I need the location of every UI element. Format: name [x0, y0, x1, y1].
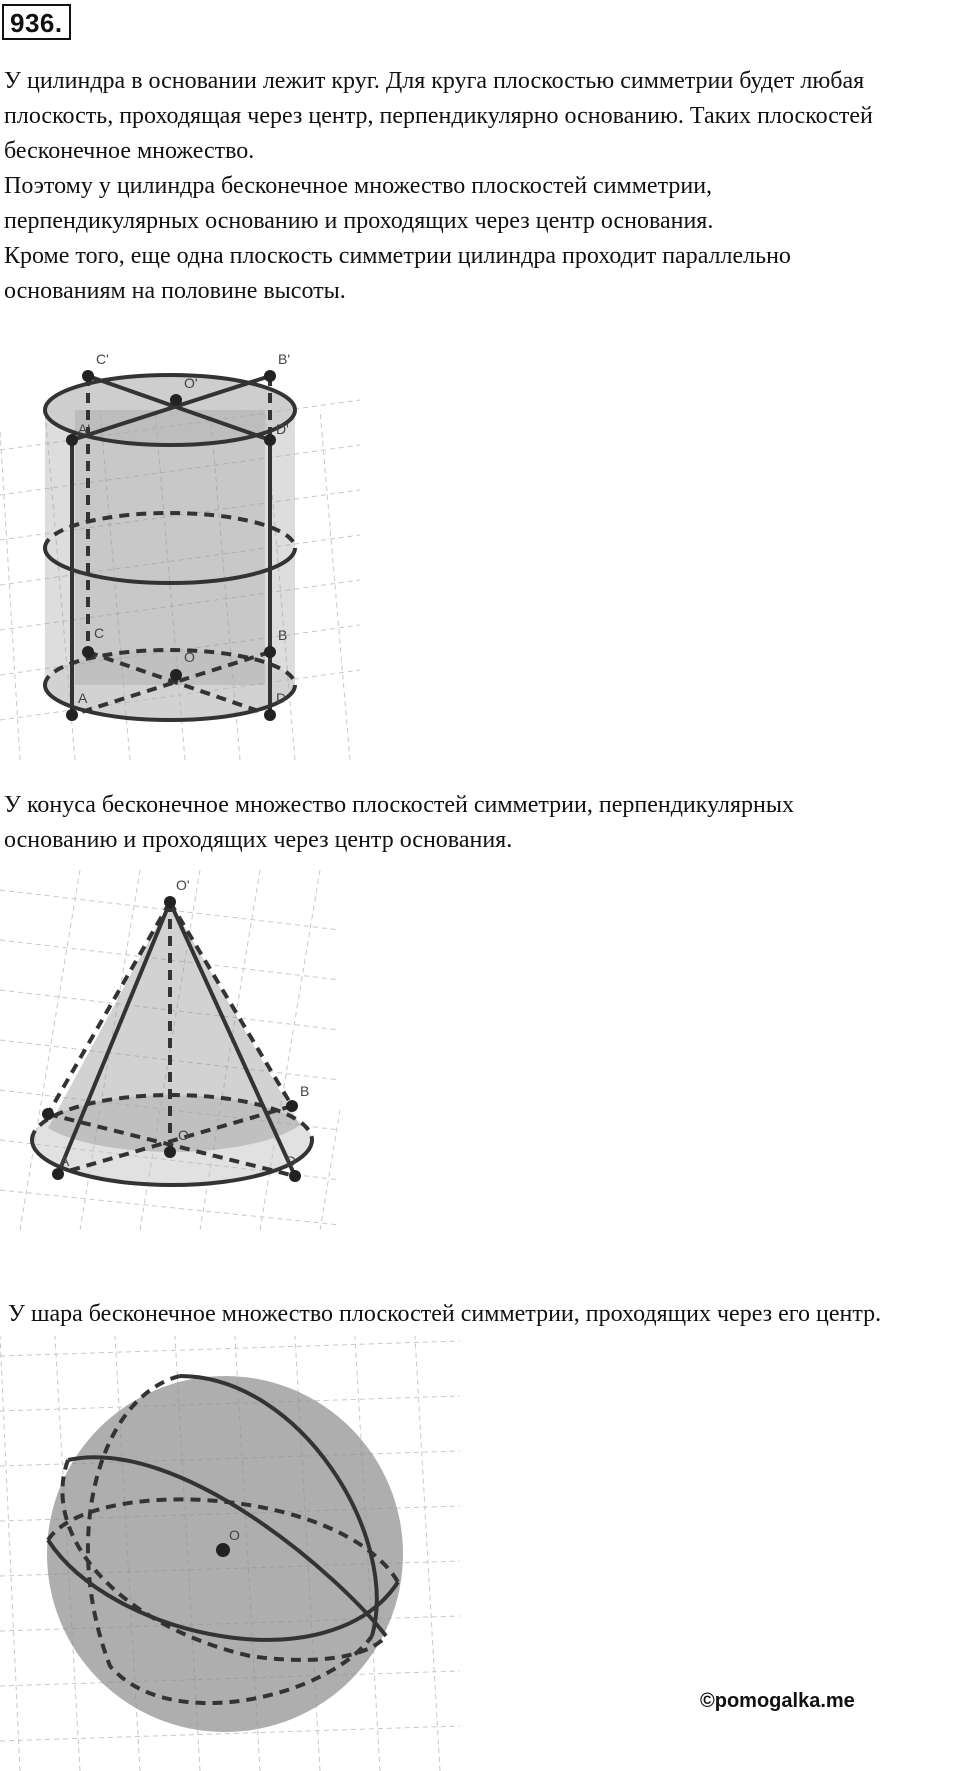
- text-line: У цилиндра в основании лежит круг. Для к…: [4, 68, 865, 94]
- meridian-2-back: [60, 1459, 388, 1662]
- equator-back: [46, 1497, 400, 1584]
- problem-number: 936.: [2, 4, 71, 40]
- watermark: ©pomogalka.me: [700, 1690, 855, 1712]
- cylinder-paragraph: У цилиндра в основании лежит круг. Для к…: [4, 64, 954, 309]
- label-a: A: [60, 1153, 70, 1169]
- top-diagonal-1: [87, 374, 271, 442]
- point-o-top: [170, 394, 182, 406]
- text-line: основанию и проходящих через центр основ…: [4, 827, 513, 853]
- sphere-paragraph: У шара бесконечное множество плоскостей …: [8, 1297, 958, 1332]
- cone-paragraph: У конуса бесконечное множество плоскосте…: [4, 788, 954, 858]
- label-c: C: [94, 625, 104, 641]
- point-d-top: [264, 434, 276, 446]
- generator-b: [168, 900, 294, 1108]
- point-left: [42, 1108, 54, 1120]
- middle-circle-back: [43, 511, 297, 549]
- cone-figure: O' B O A D: [0, 870, 340, 1230]
- top-circle: [43, 373, 297, 447]
- bottom-diagonal-2: [71, 650, 271, 717]
- meridian-1-back: [85, 1374, 374, 1706]
- bottom-circle-front: [43, 684, 297, 722]
- label-o: O: [229, 1527, 240, 1543]
- sphere-figure: O: [0, 1336, 470, 1771]
- point-b: [264, 646, 276, 658]
- point-apex: [164, 896, 176, 908]
- top-diagonal-2: [71, 374, 271, 442]
- meridian-2-front: [67, 1455, 388, 1638]
- text-line: плоскость, проходящая через центр, перпе…: [4, 103, 873, 129]
- point-d: [289, 1170, 301, 1182]
- symmetry-plane: [75, 410, 265, 685]
- label-apex: O': [176, 877, 190, 893]
- label-b-top: B': [278, 351, 290, 367]
- point-b-top: [264, 370, 276, 382]
- base-circle-front: [30, 1139, 314, 1187]
- text-line: основаниям на половине высоты.: [4, 278, 346, 304]
- generator-a: [56, 901, 172, 1175]
- label-d-top: D': [276, 421, 289, 437]
- point-a-top: [66, 434, 78, 446]
- text-line: У шара бесконечное множество плоскостей …: [8, 1301, 882, 1327]
- point-o: [216, 1543, 230, 1557]
- point-a: [66, 709, 78, 721]
- label-d: D: [286, 1153, 296, 1169]
- label-a: A: [78, 690, 88, 706]
- bottom-diagonal-1: [87, 650, 271, 717]
- label-c-top: C': [96, 351, 109, 367]
- generator-d: [168, 901, 297, 1177]
- point-a: [52, 1168, 64, 1180]
- text-line: Поэтому у цилиндра бесконечное множество…: [4, 173, 713, 199]
- point-o: [170, 669, 182, 681]
- text-line: Кроме того, еще одна плоскость симметрии…: [4, 243, 791, 269]
- base-diameter-1: [47, 1112, 296, 1178]
- cylinder-body: [45, 375, 295, 720]
- label-b: B: [300, 1083, 309, 1099]
- point-d: [264, 709, 276, 721]
- label-d: D: [276, 690, 286, 706]
- text-line: бесконечное множество.: [4, 138, 255, 164]
- label-a-top: A': [78, 421, 90, 437]
- base-diameter-2: [57, 1104, 293, 1176]
- cone-surface: [48, 902, 300, 1152]
- text-line: У конуса бесконечное множество плоскосте…: [4, 792, 795, 818]
- label-o: O: [178, 1127, 189, 1143]
- meridian-1-front: [179, 1374, 379, 1637]
- label-o: O: [184, 649, 195, 665]
- cylinder-figure: C' B' O' A' D' C B O A D: [0, 330, 360, 760]
- point-o: [164, 1146, 176, 1158]
- label-o-top: O': [184, 375, 198, 391]
- generator-left: [46, 901, 172, 1115]
- middle-circle-front: [43, 547, 297, 585]
- text-line: перпендикулярных основанию и проходящих …: [4, 208, 714, 234]
- point-c: [82, 646, 94, 658]
- label-b: B: [278, 627, 287, 643]
- equator-front: [46, 1538, 400, 1642]
- bottom-circle-back: [43, 648, 297, 686]
- point-c-top: [82, 370, 94, 382]
- point-b: [286, 1100, 298, 1112]
